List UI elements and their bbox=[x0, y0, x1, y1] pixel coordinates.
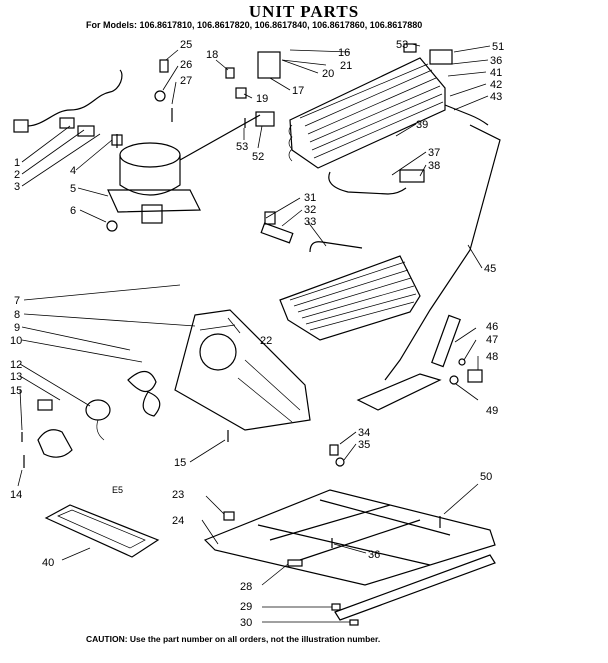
callout-15-left: 15 bbox=[10, 385, 22, 397]
callout-14: 14 bbox=[10, 489, 22, 501]
callout-20: 20 bbox=[322, 68, 334, 80]
callout-21: 21 bbox=[340, 60, 352, 72]
callout-29: 29 bbox=[240, 601, 252, 613]
callout-28: 28 bbox=[240, 581, 252, 593]
base-frame bbox=[203, 444, 496, 621]
callout-17: 17 bbox=[292, 85, 304, 97]
callout-52: 52 bbox=[252, 151, 264, 163]
callout-18: 18 bbox=[206, 49, 218, 61]
callout-8: 8 bbox=[14, 309, 20, 321]
heater-bracket bbox=[356, 314, 483, 411]
callout-47: 47 bbox=[486, 334, 498, 346]
evaporator-coil bbox=[279, 241, 421, 341]
condenser-coil bbox=[288, 57, 489, 195]
drier-tubing bbox=[260, 124, 501, 381]
compressor bbox=[107, 114, 261, 224]
callout-31: 31 bbox=[304, 192, 316, 204]
callout-53-left: 53 bbox=[236, 141, 248, 153]
callout-36-top: 36 bbox=[490, 55, 502, 67]
hardware bbox=[21, 134, 359, 626]
callout-30: 30 bbox=[240, 617, 252, 629]
callout-26: 26 bbox=[180, 59, 192, 71]
callout-labels: 1 2 3 4 5 6 7 8 9 10 12 13 14 15 15 16 1… bbox=[10, 39, 504, 629]
callout-23: 23 bbox=[172, 489, 184, 501]
fan-housing bbox=[174, 309, 311, 431]
callout-37: 37 bbox=[428, 147, 440, 159]
callout-7: 7 bbox=[14, 295, 20, 307]
callout-22: 22 bbox=[260, 335, 272, 347]
model-list: For Models: 106.8617810, 106.8617820, 10… bbox=[86, 20, 423, 30]
callout-1: 1 bbox=[14, 157, 20, 169]
callout-35: 35 bbox=[358, 439, 370, 451]
callout-50: 50 bbox=[480, 471, 492, 483]
caution-note: CAUTION: Use the part number on all orde… bbox=[86, 634, 381, 644]
callout-4: 4 bbox=[70, 165, 76, 177]
callout-36-base: 36 bbox=[368, 549, 380, 561]
callout-32: 32 bbox=[304, 204, 316, 216]
callout-16: 16 bbox=[338, 47, 350, 59]
callout-19: 19 bbox=[256, 93, 268, 105]
diagram-code: E5 bbox=[112, 485, 123, 495]
callout-9: 9 bbox=[14, 322, 20, 334]
callout-13: 13 bbox=[10, 371, 22, 383]
callout-34: 34 bbox=[358, 427, 370, 439]
callout-42: 42 bbox=[490, 79, 502, 91]
callout-10: 10 bbox=[10, 335, 22, 347]
callout-48: 48 bbox=[486, 351, 498, 363]
callout-40: 40 bbox=[42, 557, 54, 569]
callout-6: 6 bbox=[70, 205, 76, 217]
callout-46: 46 bbox=[486, 321, 498, 333]
callout-27: 27 bbox=[180, 75, 192, 87]
callout-38: 38 bbox=[428, 160, 440, 172]
power-cord bbox=[13, 69, 123, 146]
top-fasteners bbox=[154, 43, 453, 128]
page-title: UNIT PARTS bbox=[248, 2, 360, 21]
callout-51: 51 bbox=[492, 41, 504, 53]
leader-lines bbox=[17, 43, 491, 623]
callout-24: 24 bbox=[172, 515, 184, 527]
callout-2: 2 bbox=[14, 169, 20, 181]
fan-motor bbox=[37, 370, 161, 458]
callout-3: 3 bbox=[14, 181, 20, 193]
callout-12: 12 bbox=[10, 359, 22, 371]
callout-15-mid: 15 bbox=[174, 457, 186, 469]
callout-25: 25 bbox=[180, 39, 192, 51]
callout-5: 5 bbox=[70, 183, 76, 195]
drain-pan bbox=[44, 504, 160, 558]
callout-49: 49 bbox=[486, 405, 498, 417]
callout-43: 43 bbox=[490, 91, 502, 103]
callout-41: 41 bbox=[490, 67, 502, 79]
callout-33: 33 bbox=[304, 216, 316, 228]
callout-53-top: 53 bbox=[396, 39, 408, 51]
callout-45: 45 bbox=[484, 263, 496, 275]
callout-39: 39 bbox=[416, 119, 428, 131]
